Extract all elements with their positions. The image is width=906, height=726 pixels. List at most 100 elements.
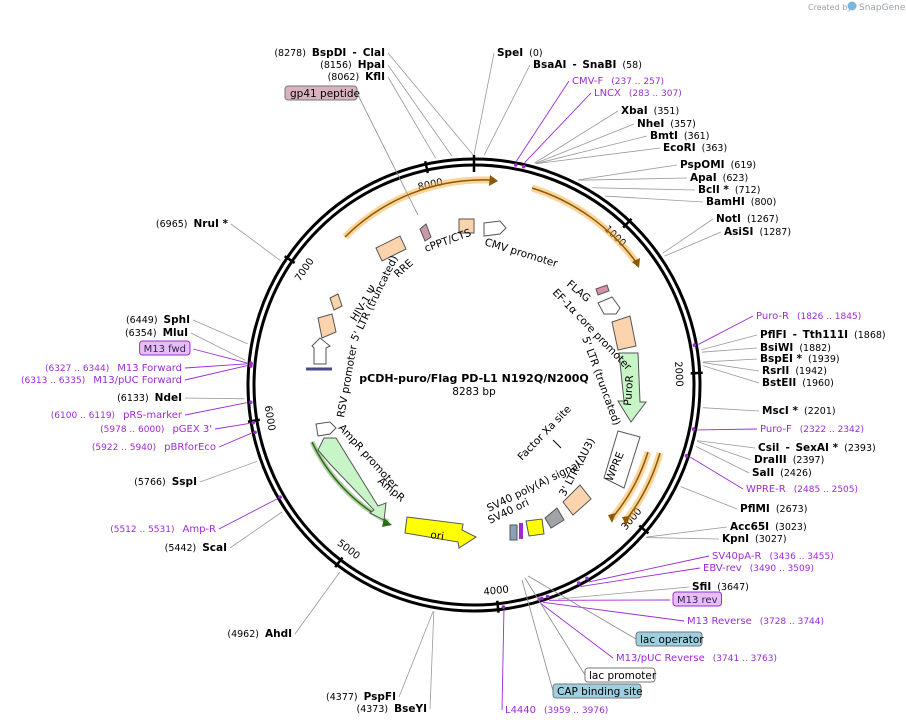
gp41-peptide-label: gp41 peptide	[290, 88, 360, 100]
enzyme-sali[interactable]: SalI	[752, 467, 774, 479]
primer-m13-rev[interactable]: M13 rev	[677, 595, 718, 606]
enzyme-bcli[interactable]: BclI *	[698, 184, 729, 196]
enzyme-draiii[interactable]: DraIII	[754, 454, 787, 466]
rsv-promoter-arrow[interactable]	[311, 337, 331, 365]
enzyme-leader-kfli	[387, 76, 436, 159]
enzyme-leader-bcli	[592, 187, 696, 191]
rre-box[interactable]	[375, 235, 407, 262]
cppt-cts-box[interactable]	[458, 218, 475, 234]
enzyme-bmti[interactable]: BmtI	[650, 130, 678, 142]
lac-element-box[interactable]	[509, 524, 518, 541]
enzyme-pspomi[interactable]: PspOMI	[680, 159, 725, 171]
ampr-arrow[interactable]	[317, 437, 387, 521]
sv40-polya-box[interactable]	[544, 507, 565, 529]
primer-m13-puc-forward[interactable]: M13/pUC Forward	[93, 375, 182, 386]
enzyme-spei[interactable]: SpeI	[497, 47, 523, 59]
ltr-right-box[interactable]	[611, 315, 637, 351]
primer-m13-fwd[interactable]: M13 fwd	[144, 344, 186, 355]
hiv-psi-box[interactable]	[329, 293, 343, 311]
enzyme-hpai[interactable]: HpaI	[358, 59, 385, 71]
primer-pbrforeco[interactable]: pBRforEco	[164, 442, 216, 453]
gp41-peptide-box[interactable]	[419, 223, 432, 242]
primer-l4440[interactable]: L4440	[505, 705, 536, 716]
enzyme-csii[interactable]: CsiI	[758, 442, 779, 454]
enzyme-rsrii[interactable]: RsrII	[762, 365, 789, 377]
enzyme-nhei[interactable]: NheI	[637, 118, 664, 130]
enzyme-pspfi[interactable]: PspFI	[364, 691, 396, 703]
ltr-3-box[interactable]	[562, 484, 592, 516]
enzyme-ecori[interactable]: EcoRI	[663, 142, 696, 154]
enzyme-scai[interactable]: ScaI	[202, 542, 227, 554]
primer-m13-forward[interactable]: M13 Forward	[117, 363, 182, 374]
primer-ebv-rev[interactable]: EBV-rev	[703, 563, 742, 574]
primer-wpre-r[interactable]: WPRE-R	[746, 484, 786, 495]
primer-m13-puc-reverse[interactable]: M13/pUC Reverse	[616, 653, 705, 664]
enzyme-bamhi[interactable]: BamHI	[706, 196, 745, 208]
ltr-left-box[interactable]	[317, 313, 337, 339]
enzyme-leader-bsteii	[703, 365, 760, 384]
ef1a-promoter-arrow[interactable]	[597, 296, 621, 315]
primer-leader-l4440	[501, 611, 505, 711]
orf-arc-right-1-arrow	[608, 513, 616, 523]
primer-puro-r[interactable]: Puro-R	[756, 311, 789, 322]
enzyme-bsteii[interactable]: BstEII	[762, 377, 796, 389]
flag-tag[interactable]	[595, 284, 610, 296]
enzyme-ndei[interactable]: NdeI	[155, 392, 182, 404]
orf-arc-top-left-core	[344, 179, 491, 238]
enzyme-bspei[interactable]: BspEI *	[760, 353, 803, 365]
enzyme-leader-ecori	[536, 147, 661, 165]
enzyme-pflfi[interactable]: PflFI	[760, 329, 787, 341]
primer-cmv-f[interactable]: CMV-F	[572, 76, 603, 87]
primer-m13-reverse[interactable]: M13 Reverse	[687, 616, 752, 627]
primer-range: (6327 .. 6344)	[45, 364, 109, 374]
primer-leader-m13-puc-forward	[184, 365, 247, 381]
tick-label: 7000	[293, 256, 316, 283]
primer-pgex-3[interactable]: pGEX 3'	[172, 424, 212, 435]
enzyme-noti[interactable]: NotI	[716, 213, 741, 225]
enzyme-bseyi[interactable]: BseYI	[394, 703, 427, 715]
primer-sv40pa-r[interactable]: SV40pA-R	[712, 551, 761, 562]
enzyme-ahdi[interactable]: AhdI	[265, 628, 292, 640]
wpre-box[interactable]	[603, 430, 641, 489]
enzyme-position: (3027)	[755, 534, 787, 545]
primer-tag-m13-fwd	[139, 340, 191, 356]
enzyme-snabi[interactable]: SnaBI	[582, 59, 616, 71]
enzyme-bsaai[interactable]: BsaAI	[533, 59, 566, 71]
primer-leader-prs-marker	[184, 402, 247, 416]
enzyme-asisi[interactable]: AsiSI	[724, 226, 753, 238]
enzyme-pflmi[interactable]: PflMI	[740, 503, 770, 515]
enzyme-msci[interactable]: MscI *	[762, 405, 798, 417]
enzyme-kfli[interactable]: KflI	[365, 71, 385, 83]
enzyme-apai[interactable]: ApaI	[690, 172, 717, 184]
primer-lncx[interactable]: LNCX	[594, 88, 621, 99]
primer-amp-r[interactable]: Amp-R	[183, 524, 217, 535]
cmv-promoter-arrow[interactable]	[483, 220, 507, 237]
enzyme-bsiwi[interactable]: BsiWI	[760, 342, 793, 354]
enzyme-leader-bseyi	[429, 611, 435, 710]
enzyme-leader-nrui	[230, 223, 281, 262]
enzyme-mlui[interactable]: MluI	[163, 327, 188, 339]
sv40-ori-box[interactable]	[525, 518, 545, 537]
primer-puro-f[interactable]: Puro-F	[760, 424, 792, 435]
primer-leader-cmv-f	[516, 80, 570, 162]
enzyme-clai[interactable]: ClaI	[363, 47, 385, 59]
tick-mark	[423, 160, 429, 174]
enzyme-position: (4373)	[357, 704, 389, 715]
enzyme-leader-nhei	[535, 123, 635, 164]
enzyme-acc65i[interactable]: Acc65I	[730, 521, 769, 533]
enzyme-kpni[interactable]: KpnI	[722, 533, 749, 545]
primer-prs-marker[interactable]: pRS-marker	[123, 410, 183, 421]
enzyme-sexai[interactable]: SexAI *	[795, 442, 838, 454]
puror-arrow[interactable]	[617, 352, 647, 423]
enzyme-nrui[interactable]: NruI *	[194, 218, 229, 230]
ori-arrow[interactable]	[404, 516, 478, 549]
enzyme-sspi[interactable]: SspI	[172, 476, 197, 488]
enzyme-bspdi[interactable]: BspDI	[312, 47, 346, 59]
enzyme-xbai[interactable]: XbaI	[621, 105, 648, 117]
enzyme-leader-ndei	[184, 397, 245, 400]
enzyme-tth111i[interactable]: Tth111I	[803, 329, 848, 341]
enzyme-position: (1267)	[747, 214, 779, 225]
enzyme-sfii[interactable]: SfiI	[692, 581, 711, 593]
ampr-promoter-arrow[interactable]	[315, 421, 337, 437]
enzyme-sphi[interactable]: SphI	[164, 314, 190, 326]
